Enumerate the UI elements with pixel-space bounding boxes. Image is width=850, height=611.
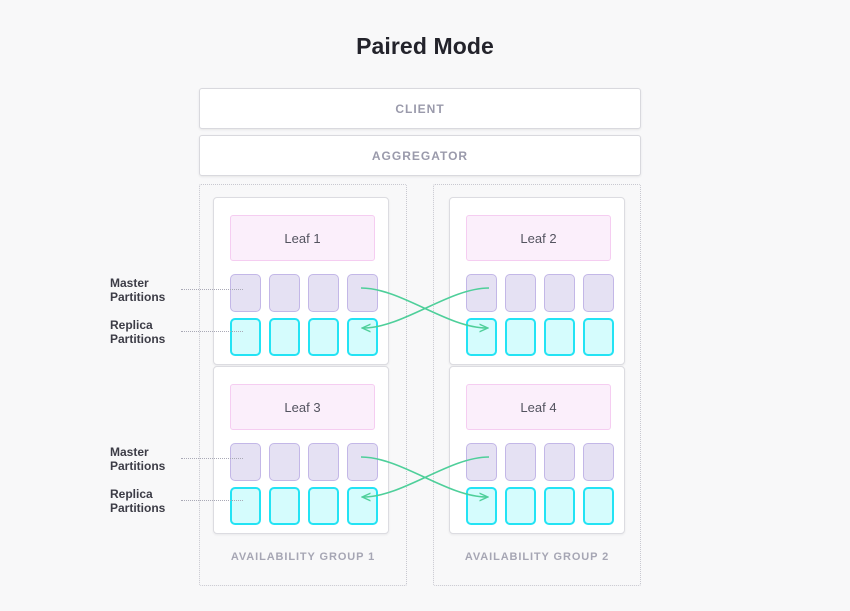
leaf-4-master-partition-row <box>466 443 614 481</box>
partition-replica <box>544 487 575 525</box>
partition-replica <box>269 487 300 525</box>
leaf-node-4: Leaf 4 <box>449 366 625 534</box>
master-partitions-label-top: Master Partitions <box>110 276 180 304</box>
leader-line-replica-bottom <box>181 500 243 501</box>
master-partitions-label-line1: Master <box>110 276 149 290</box>
partition-replica <box>466 487 497 525</box>
leaf-3-replica-partition-row <box>230 487 378 525</box>
client-node: CLIENT <box>199 88 641 129</box>
partition-master <box>347 443 378 481</box>
availability-group-1-label: AVAILABILITY GROUP 1 <box>230 551 376 563</box>
partition-replica <box>308 318 339 356</box>
partition-master <box>347 274 378 312</box>
partition-master <box>466 274 497 312</box>
leaf-2-replica-partition-row <box>466 318 614 356</box>
partition-replica <box>466 318 497 356</box>
availability-group-2-label: AVAILABILITY GROUP 2 <box>464 551 610 563</box>
partition-replica <box>269 318 300 356</box>
partition-master <box>505 274 536 312</box>
leaf-node-3: Leaf 3 <box>213 366 389 534</box>
replica-partitions-label-line1: Replica <box>110 318 153 332</box>
master-partitions-label-line2: Partitions <box>110 290 166 304</box>
leaf-node-1: Leaf 1 <box>213 197 389 365</box>
replica-partitions-label-line1: Replica <box>110 487 153 501</box>
leaf-2-master-partition-row <box>466 274 614 312</box>
leaf-node-2: Leaf 2 <box>449 197 625 365</box>
partition-master <box>505 443 536 481</box>
leader-line-replica-top <box>181 331 243 332</box>
leaf-node-1-chip: Leaf 1 <box>230 215 375 261</box>
partition-replica <box>505 487 536 525</box>
leaf-node-3-label: Leaf 3 <box>284 399 321 415</box>
partition-replica <box>230 487 261 525</box>
replica-partitions-label-top: Replica Partitions <box>110 318 180 346</box>
partition-master <box>544 274 575 312</box>
partition-master <box>583 274 614 312</box>
partition-replica <box>308 487 339 525</box>
partition-replica <box>230 318 261 356</box>
partition-replica <box>583 318 614 356</box>
partition-replica <box>347 487 378 525</box>
leaf-node-1-label: Leaf 1 <box>284 230 321 246</box>
leaf-1-replica-partition-row <box>230 318 378 356</box>
client-node-label: CLIENT <box>395 101 445 116</box>
replica-partitions-label-line2: Partitions <box>110 332 166 346</box>
leaf-3-master-partition-row <box>230 443 378 481</box>
leader-line-master-bottom <box>181 458 243 459</box>
partition-replica <box>505 318 536 356</box>
master-partitions-label-bottom: Master Partitions <box>110 445 180 473</box>
partition-master <box>230 274 261 312</box>
leaf-node-4-label: Leaf 4 <box>520 399 557 415</box>
partition-master <box>544 443 575 481</box>
partition-master <box>230 443 261 481</box>
master-partitions-label-line2: Partitions <box>110 459 166 473</box>
leader-line-master-top <box>181 289 243 290</box>
leaf-1-master-partition-row <box>230 274 378 312</box>
partition-master <box>269 443 300 481</box>
leaf-node-4-chip: Leaf 4 <box>466 384 611 430</box>
leaf-4-replica-partition-row <box>466 487 614 525</box>
partition-master <box>466 443 497 481</box>
aggregator-node: AGGREGATOR <box>199 135 641 176</box>
partition-master <box>308 443 339 481</box>
availability-group-2: AVAILABILITY GROUP 2 <box>433 184 641 586</box>
partition-master <box>269 274 300 312</box>
leaf-node-2-label: Leaf 2 <box>520 230 557 246</box>
partition-replica <box>347 318 378 356</box>
aggregator-node-label: AGGREGATOR <box>371 148 469 163</box>
leaf-node-3-chip: Leaf 3 <box>230 384 375 430</box>
page-title: Paired Mode <box>356 33 494 59</box>
replica-partitions-label-bottom: Replica Partitions <box>110 487 180 515</box>
partition-master <box>308 274 339 312</box>
partition-replica <box>544 318 575 356</box>
partition-master <box>583 443 614 481</box>
partition-replica <box>583 487 614 525</box>
leaf-node-2-chip: Leaf 2 <box>466 215 611 261</box>
replica-partitions-label-line2: Partitions <box>110 501 166 515</box>
availability-group-1: AVAILABILITY GROUP 1 <box>199 184 407 586</box>
master-partitions-label-line1: Master <box>110 445 149 459</box>
